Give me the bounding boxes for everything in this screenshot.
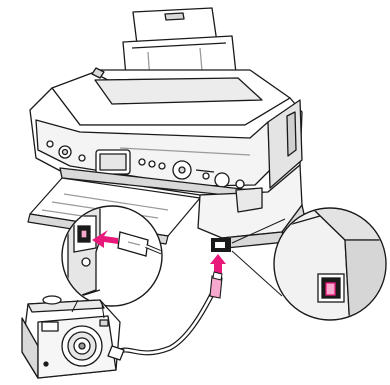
zoom-callout-port bbox=[231, 207, 387, 321]
camera-icon bbox=[21, 295, 125, 379]
usb-plug-callout bbox=[117, 231, 161, 258]
arrow-icon bbox=[92, 230, 118, 248]
arrow-icon bbox=[210, 254, 226, 276]
zoom-callout-camera bbox=[61, 205, 163, 307]
printer-icon bbox=[29, 7, 303, 199]
usb-port-icon bbox=[211, 238, 231, 252]
usb-cable-icon bbox=[115, 271, 223, 356]
